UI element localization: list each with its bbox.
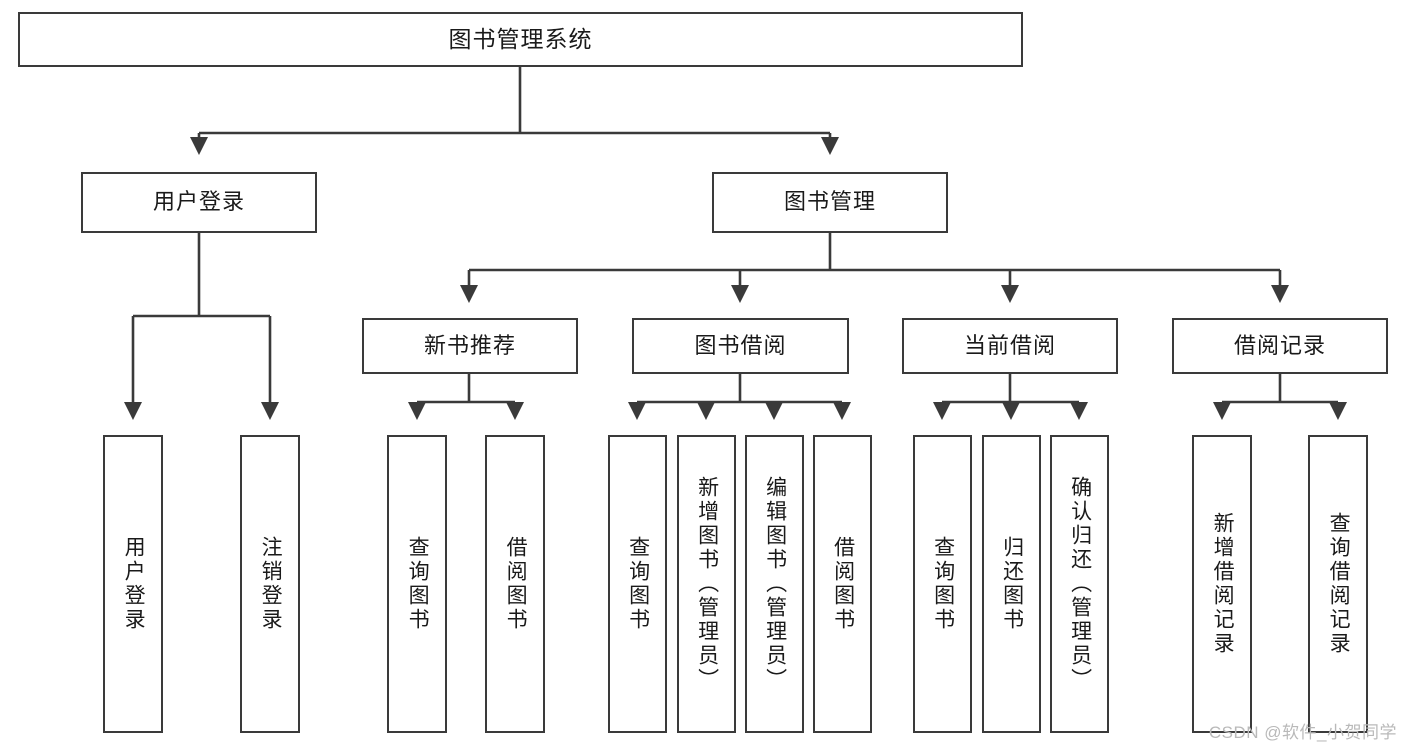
leaf-confirm-return-admin-label: 确认归还（管理员） [1068,476,1092,692]
leaf-borrow-books-recommend[interactable]: 借阅图书 [485,435,545,733]
node-new-book-recommend-label: 新书推荐 [423,332,516,358]
leaf-user-login-label: 用户登录 [122,536,146,632]
node-book-management-label: 图书管理 [783,189,876,215]
node-root-label: 图书管理系统 [448,25,593,52]
node-book-borrow-label: 图书借阅 [694,332,787,358]
leaf-add-borrow-record-label: 新增借阅记录 [1211,512,1235,656]
watermark: CSDN @软件_小贺同学 [1208,723,1397,742]
node-book-borrow[interactable]: 图书借阅 [632,318,849,374]
leaf-return-books-label: 归还图书 [1000,536,1024,632]
leaf-query-books-recommend[interactable]: 查询图书 [387,435,447,733]
leaf-query-books-recommend-label: 查询图书 [406,536,430,632]
leaf-confirm-return-admin[interactable]: 确认归还（管理员） [1050,435,1109,733]
leaf-edit-book-admin-label: 编辑图书（管理员） [763,476,787,692]
leaf-query-borrow-record[interactable]: 查询借阅记录 [1308,435,1368,733]
node-user-login[interactable]: 用户登录 [81,172,317,233]
leaf-add-borrow-record[interactable]: 新增借阅记录 [1192,435,1252,733]
node-user-login-label: 用户登录 [152,189,245,215]
node-book-management[interactable]: 图书管理 [712,172,948,233]
leaf-logout[interactable]: 注销登录 [240,435,300,733]
leaf-add-book-admin[interactable]: 新增图书（管理员） [677,435,736,733]
node-new-book-recommend[interactable]: 新书推荐 [362,318,578,374]
leaf-query-books-borrow-label: 查询图书 [626,536,650,632]
node-borrow-record-label: 借阅记录 [1233,332,1326,358]
leaf-borrow-books-label: 借阅图书 [831,536,855,632]
leaf-return-books[interactable]: 归还图书 [982,435,1041,733]
leaf-add-book-admin-label: 新增图书（管理员） [695,476,719,692]
leaf-query-borrow-record-label: 查询借阅记录 [1327,512,1351,656]
leaf-user-login[interactable]: 用户登录 [103,435,163,733]
node-current-borrow[interactable]: 当前借阅 [902,318,1118,374]
leaf-query-books-current-label: 查询图书 [931,536,955,632]
node-borrow-record[interactable]: 借阅记录 [1172,318,1388,374]
node-root[interactable]: 图书管理系统 [18,12,1023,67]
leaf-borrow-books-recommend-label: 借阅图书 [504,536,528,632]
node-current-borrow-label: 当前借阅 [963,332,1056,358]
leaf-query-books-current[interactable]: 查询图书 [913,435,972,733]
leaf-edit-book-admin[interactable]: 编辑图书（管理员） [745,435,804,733]
leaf-logout-label: 注销登录 [259,536,283,632]
leaf-borrow-books[interactable]: 借阅图书 [813,435,872,733]
leaf-query-books-borrow[interactable]: 查询图书 [608,435,667,733]
